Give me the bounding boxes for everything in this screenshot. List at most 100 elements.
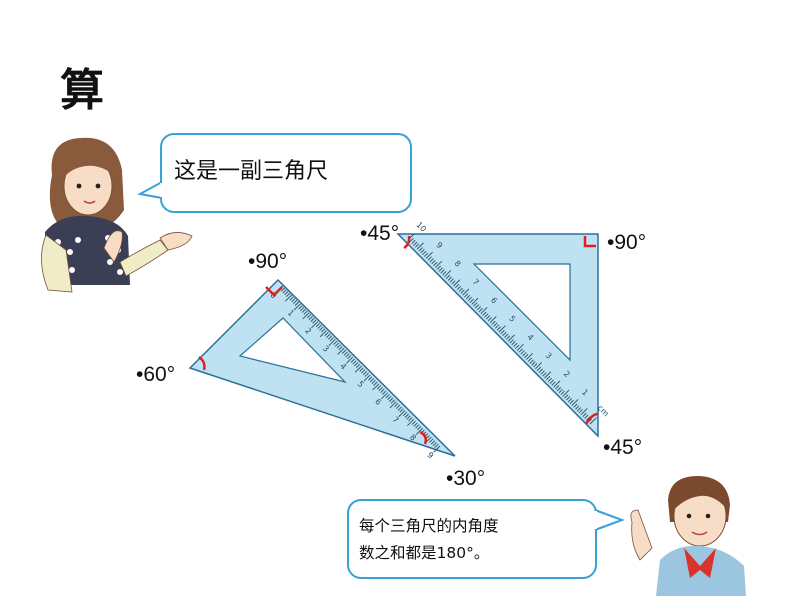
ruler-number: 1	[580, 388, 590, 398]
ruler-tick	[504, 333, 509, 338]
ruler-tick	[582, 412, 587, 417]
ruler-tick	[434, 443, 439, 449]
ruler-tick	[333, 340, 338, 345]
ruler-tick	[529, 359, 534, 364]
ruler-tick	[515, 344, 520, 349]
ruler-tick	[527, 357, 532, 362]
ruler-tick	[407, 419, 415, 426]
ruler-tick	[303, 310, 308, 315]
ruler-tick	[382, 390, 387, 395]
ruler-tick	[542, 372, 547, 377]
speech-bubble-top: 这是一副三角尺	[160, 133, 412, 213]
speech-text-bottom-line2: 数之和都是180°。	[359, 544, 490, 562]
ruler-tick	[380, 388, 385, 393]
ruler-tick	[413, 422, 418, 427]
ruler-tick	[482, 311, 487, 316]
ruler-tick	[418, 247, 423, 252]
ruler-tick	[573, 403, 578, 408]
ruler-tick	[362, 371, 368, 376]
ruler-tick	[397, 406, 402, 411]
label-60: •60°	[136, 363, 176, 386]
ruler-ticks-a	[276, 285, 441, 453]
ruler-tick	[319, 326, 324, 331]
ruler-tick	[536, 366, 542, 371]
ruler-tick	[509, 339, 514, 344]
ruler-tick	[408, 417, 413, 422]
ruler-tick	[327, 335, 333, 340]
ruler-tick	[471, 297, 479, 305]
ruler-tick	[350, 358, 355, 363]
ruler-tick	[352, 360, 357, 365]
ruler-tick	[300, 307, 305, 312]
ruler-tick	[387, 395, 392, 401]
ruler-tick	[334, 342, 340, 347]
ruler-tick	[444, 270, 452, 278]
ruler-tick	[404, 413, 409, 418]
ruler-tick	[558, 388, 563, 394]
ruler-tick	[373, 381, 378, 386]
ruler-number: 2	[562, 369, 572, 379]
ruler-tick	[571, 398, 579, 406]
angle-mark-45-bottom	[584, 412, 599, 425]
ruler-tick	[389, 401, 397, 409]
ruler-tick	[413, 241, 418, 246]
ruler-tick	[507, 334, 515, 342]
label-90-triangle-b: •90°	[607, 231, 647, 254]
ruler-tick	[411, 420, 416, 425]
ruler-tick	[345, 353, 350, 358]
ruler-tick	[538, 368, 543, 373]
ruler-tick	[589, 417, 597, 425]
ruler-tick	[547, 377, 553, 382]
ruler-tick	[511, 341, 516, 346]
ruler-tick	[453, 279, 461, 287]
ruler-tick	[291, 298, 296, 303]
ruler-tick	[549, 379, 554, 384]
ruler-tick	[505, 335, 511, 340]
ruler-tick	[320, 328, 326, 333]
ruler-tick	[409, 238, 414, 243]
ruler-tick	[376, 385, 382, 390]
ruler-number: 1	[286, 308, 296, 318]
ruler-tick	[473, 302, 478, 307]
ruler-tick	[414, 243, 420, 248]
ruler-tick	[469, 298, 474, 303]
ruler-tick	[575, 405, 580, 410]
ruler-number: 10	[414, 220, 428, 234]
ruler-tick	[415, 424, 420, 429]
ruler-tick	[562, 389, 570, 397]
ruler-tick	[338, 346, 343, 351]
ruler-tick	[341, 349, 347, 354]
ruler-tick	[402, 411, 408, 417]
ruler-tick	[544, 371, 552, 379]
ruler-tick	[424, 252, 429, 257]
ruler-tick	[406, 415, 411, 420]
ruler-tick	[430, 440, 436, 445]
ruler-tick	[520, 350, 525, 355]
ruler-tick	[576, 407, 582, 412]
ruler-tick	[371, 379, 376, 385]
ruler-tick	[415, 427, 423, 435]
angle-mark-30	[419, 430, 428, 445]
ruler-tick	[493, 322, 498, 327]
ruler-tick	[315, 323, 320, 328]
ruler-tick	[449, 278, 454, 283]
ruler-number: 7	[471, 277, 481, 287]
ruler-tick	[319, 330, 327, 338]
ruler-tick	[286, 292, 291, 297]
ruler-tick	[475, 304, 480, 309]
label-30: •30°	[446, 467, 486, 490]
ruler-number: 6	[489, 296, 499, 306]
ruler-tick	[513, 342, 518, 348]
ruler-tick	[361, 369, 366, 374]
ruler-tick	[478, 307, 483, 313]
ruler-tick	[328, 339, 336, 346]
ruler-tick	[355, 363, 361, 369]
ruler-tick	[282, 289, 287, 294]
label-45-bottom: •45°	[603, 436, 643, 459]
ruler-tick	[533, 363, 538, 368]
ruler-tick	[553, 380, 561, 388]
ruler-ticks-b	[407, 233, 597, 425]
ruler-number: 8	[408, 433, 418, 443]
